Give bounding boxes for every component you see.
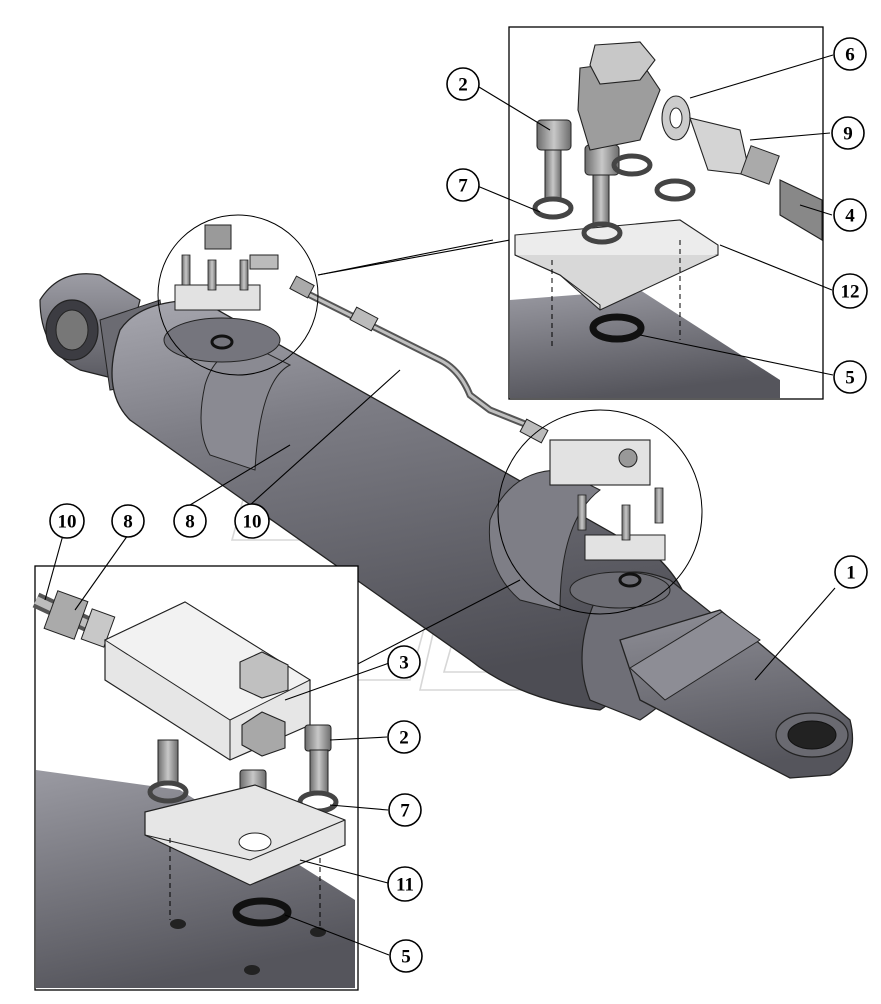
inset-top-right	[508, 26, 824, 400]
callout-5-bottom: 5	[389, 939, 423, 973]
callout-label: 3	[399, 653, 409, 674]
lower-valve-assembly	[549, 439, 666, 561]
callout-label: 11	[396, 875, 414, 896]
callout-3: 3	[387, 645, 421, 679]
leader-lines	[44, 54, 836, 956]
callout-label: 5	[401, 947, 411, 968]
callout-10-inset: 10	[49, 503, 85, 539]
callout-4: 4	[833, 198, 867, 232]
hydraulic-hose	[289, 275, 549, 444]
callout-label: 8	[123, 512, 133, 533]
callout-6: 6	[833, 37, 867, 71]
upper-valve-assembly	[174, 224, 279, 311]
callout-1: 1	[834, 555, 868, 589]
callout-label: 10	[58, 512, 77, 533]
hydraulic-cylinder	[39, 273, 854, 779]
callout-label: 10	[243, 512, 262, 533]
callout-label: 9	[843, 124, 853, 145]
callout-7-top: 7	[446, 168, 480, 202]
callout-label: 4	[845, 206, 855, 227]
inset-bottom-left	[32, 565, 359, 991]
callout-5-top: 5	[833, 360, 867, 394]
callout-label: 6	[845, 45, 855, 66]
callout-10-main: 10	[234, 503, 270, 539]
callout-9: 9	[831, 116, 865, 150]
callout-12: 12	[832, 273, 868, 309]
callout-label: 7	[458, 176, 468, 197]
callout-8-main: 8	[173, 504, 207, 538]
callout-11: 11	[387, 866, 423, 902]
callout-label: 5	[845, 368, 855, 389]
detail-circles	[157, 214, 703, 669]
callout-label: 12	[841, 282, 860, 303]
callout-2-top: 2	[446, 67, 480, 101]
callout-8-inset: 8	[111, 504, 145, 538]
callout-2-bottom: 2	[387, 720, 421, 754]
callout-7-bottom: 7	[388, 793, 422, 827]
callout-label: 1	[846, 563, 856, 584]
callout-label: 2	[458, 75, 468, 96]
callout-label: 8	[185, 512, 195, 533]
callout-label: 7	[400, 801, 410, 822]
callout-label: 2	[399, 728, 409, 749]
